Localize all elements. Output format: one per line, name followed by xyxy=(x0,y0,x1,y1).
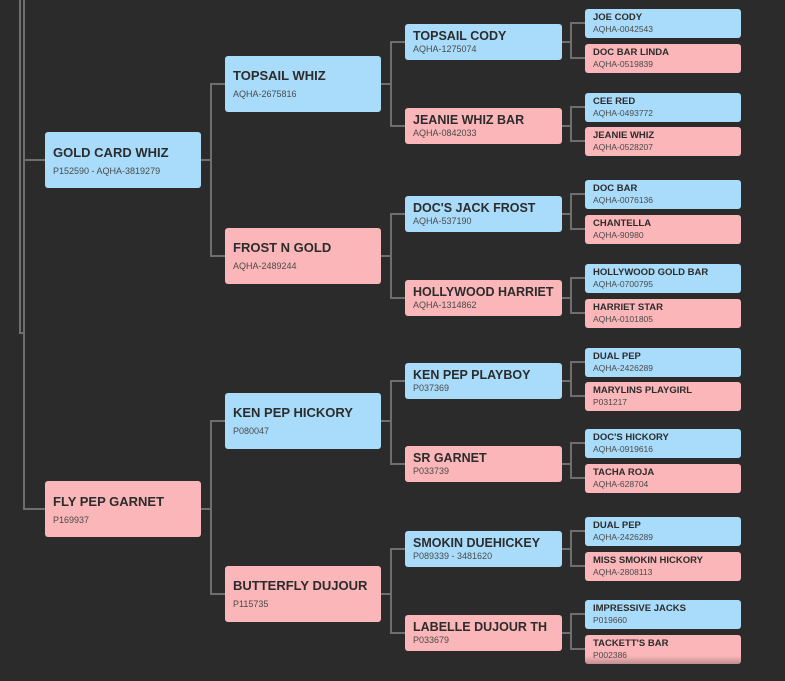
horse-name: TOPSAIL WHIZ xyxy=(233,68,326,83)
registration-number: P031217 xyxy=(593,396,628,407)
horse-name: DOC BAR LINDA xyxy=(593,46,669,58)
registration-number: P033739 xyxy=(413,466,450,476)
horse-name: HOLLYWOOD HARRIET xyxy=(413,285,554,299)
horse-name: CEE RED xyxy=(593,95,636,107)
horse-name: CHANTELLA xyxy=(593,217,652,229)
horse-name: HOLLYWOOD GOLD BAR xyxy=(593,266,709,278)
registration-number: P080047 xyxy=(233,426,270,436)
registration-number: AQHA-90980 xyxy=(593,229,644,240)
registration-number: P089339 - 3481620 xyxy=(413,551,493,561)
horse-name: JEANIE WHIZ xyxy=(593,129,655,141)
horse-name: LABELLE DUJOUR TH xyxy=(413,620,548,634)
horse-name: IMPRESSIVE JACKS xyxy=(593,602,686,614)
registration-number: P033679 xyxy=(413,635,450,645)
registration-number: P037369 xyxy=(413,383,450,393)
registration-number: P169937 xyxy=(53,515,90,525)
registration-number: AQHA-0700795 xyxy=(593,278,654,289)
horse-name: KEN PEP PLAYBOY xyxy=(413,368,531,382)
registration-number: AQHA-0493772 xyxy=(593,107,654,118)
horse-name: BUTTERFLY DUJOUR xyxy=(233,578,368,593)
registration-number: AQHA-628704 xyxy=(593,478,649,489)
registration-number: AQHA-1275074 xyxy=(413,44,477,54)
registration-number: AQHA-2808113 xyxy=(593,566,653,577)
registration-number: AQHA-0842033 xyxy=(413,128,477,138)
horse-name: DUAL PEP xyxy=(593,519,641,531)
registration-number: AQHA-1314862 xyxy=(413,300,477,310)
registration-number: P115735 xyxy=(233,599,269,609)
registration-number: AQHA-0519839 xyxy=(593,58,654,69)
horse-name: KEN PEP HICKORY xyxy=(233,405,353,420)
horse-name: HARRIET STAR xyxy=(593,301,664,313)
horse-name: SMOKIN DUEHICKEY xyxy=(413,536,541,550)
registration-number: AQHA-2675816 xyxy=(233,89,297,99)
horse-name: DUAL PEP xyxy=(593,350,641,362)
horse-card[interactable]: KEN PEP HICKORY P080047 xyxy=(225,393,381,449)
horse-card[interactable]: BUTTERFLY DUJOUR P115735 xyxy=(225,566,381,622)
registration-number: AQHA-0528207 xyxy=(593,141,654,152)
horse-name: DOC'S HICKORY xyxy=(593,431,669,443)
horse-card[interactable]: FROST N GOLD AQHA-2489244 xyxy=(225,228,381,284)
registration-number: AQHA-0101805 xyxy=(593,313,654,324)
horse-name: TACHA ROJA xyxy=(593,466,655,478)
registration-number: P019660 xyxy=(593,614,628,625)
horse-name: MARYLINS PLAYGIRL xyxy=(593,384,693,396)
horse-name: TOPSAIL CODY xyxy=(413,29,507,43)
horse-name: TACKETT'S BAR xyxy=(593,637,669,649)
horse-name: DOC BAR xyxy=(593,182,638,194)
registration-number: AQHA-537190 xyxy=(413,216,472,226)
horse-name: JEANIE WHIZ BAR xyxy=(413,113,525,127)
horse-card[interactable]: FLY PEP GARNET P169937 xyxy=(45,481,201,537)
registration-number: AQHA-2426289 xyxy=(593,362,654,373)
registration-number: P152590 - AQHA-3819279 xyxy=(53,166,161,176)
horse-name: GOLD CARD WHIZ xyxy=(53,145,169,160)
registration-number: AQHA-2426289 xyxy=(593,531,654,542)
horse-name: FLY PEP GARNET xyxy=(53,494,165,509)
registration-number: P002386 xyxy=(593,649,628,660)
horse-name: FROST N GOLD xyxy=(233,240,332,255)
horse-card[interactable]: GOLD CARD WHIZ P152590 - AQHA-3819279 xyxy=(45,132,201,188)
horse-name: DOC'S JACK FROST xyxy=(413,201,536,215)
registration-number: AQHA-0076136 xyxy=(593,194,654,205)
horse-card[interactable]: TOPSAIL WHIZ AQHA-2675816 xyxy=(225,56,381,112)
registration-number: AQHA-2489244 xyxy=(233,261,297,271)
registration-number: AQHA-0042543 xyxy=(593,23,654,34)
horse-name: SR GARNET xyxy=(413,451,487,465)
horse-name: JOE CODY xyxy=(593,11,643,23)
registration-number: AQHA-0919616 xyxy=(593,443,654,454)
horse-name: MISS SMOKIN HICKORY xyxy=(593,554,703,566)
